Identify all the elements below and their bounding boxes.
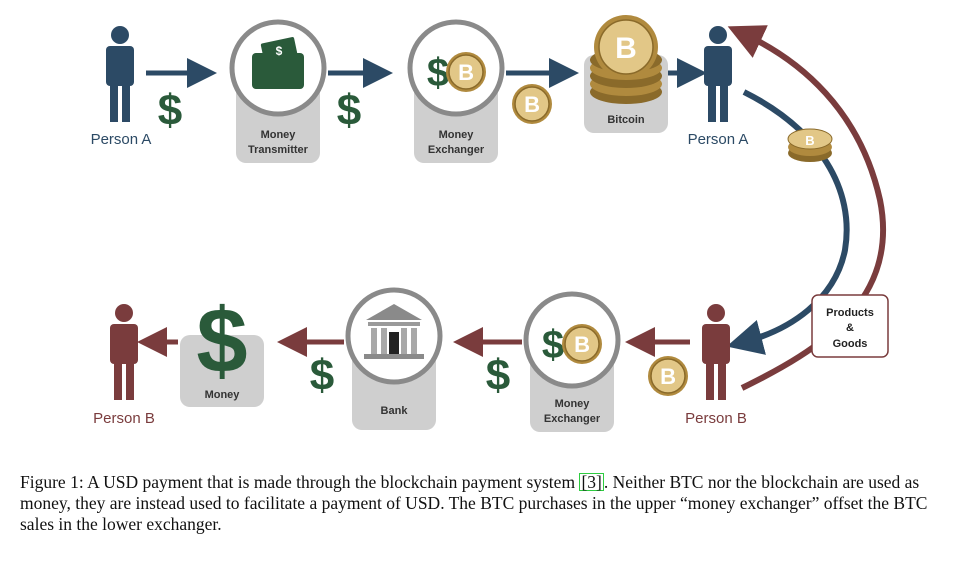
- products-goods-line1: Products: [826, 307, 874, 319]
- person-a-right-icon: [704, 26, 732, 122]
- money-transmitter-node: $ Money Transmitter: [229, 19, 327, 163]
- bitcoin-coin-icon: B: [445, 51, 487, 93]
- dollar-icon: $: [427, 51, 449, 95]
- products-goods-line2: &: [846, 322, 854, 334]
- money-transmitter-label-line2: Transmitter: [248, 144, 309, 156]
- bitcoin-coin-icon: B: [561, 323, 603, 365]
- money-exchanger-bottom-label-line1: Money: [555, 398, 591, 410]
- bitcoin-label: Bitcoin: [607, 114, 645, 126]
- bitcoin-coin-icon: B: [511, 83, 553, 125]
- bitcoin-stack-icon: B: [590, 15, 662, 104]
- svg-text:B: B: [615, 32, 637, 65]
- citation-link[interactable]: [3]: [579, 472, 604, 492]
- bank-label: Bank: [381, 405, 409, 417]
- svg-text:B: B: [458, 60, 474, 85]
- money-exchanger-bottom-node: $ B Money Exchanger: [523, 291, 621, 432]
- figure-caption: Figure 1: A USD payment that is made thr…: [20, 472, 960, 535]
- dollar-icon: $: [158, 86, 182, 135]
- money-exchanger-top-label-line1: Money: [439, 129, 475, 141]
- money-exchanger-bottom-label-line2: Exchanger: [544, 413, 601, 425]
- person-b-left-icon: [110, 304, 138, 400]
- products-goods-box: Products & Goods: [811, 294, 889, 358]
- large-dollar-icon: $: [196, 290, 247, 392]
- caption-prefix: Figure 1: A USD payment that is made thr…: [20, 472, 580, 492]
- payment-flow-diagram: Person A $ $ Money Transmitter $ $ B Mon…: [91, 15, 889, 432]
- dollar-icon: $: [486, 351, 510, 400]
- person-a-left-icon: [106, 26, 134, 122]
- money-label: Money: [205, 389, 241, 401]
- money-exchanger-top-node: $ B Money Exchanger: [407, 19, 505, 163]
- money-transmitter-label-line1: Money: [261, 129, 297, 141]
- svg-text:B: B: [805, 133, 814, 148]
- svg-text:$: $: [276, 44, 283, 58]
- svg-text:B: B: [524, 92, 540, 117]
- svg-text:B: B: [660, 364, 676, 389]
- dollar-icon: $: [542, 323, 564, 367]
- dollar-icon: $: [337, 86, 361, 135]
- person-a-right-label: Person A: [688, 131, 749, 148]
- dollar-icon: $: [310, 351, 334, 400]
- wallet-icon: $: [252, 37, 304, 89]
- person-b-left-label: Person B: [93, 410, 155, 427]
- bitcoin-node: B Bitcoin: [584, 15, 668, 133]
- bank-building-icon: [364, 304, 424, 359]
- products-goods-line3: Goods: [833, 338, 868, 350]
- bitcoin-coin-stack-icon: B: [787, 128, 833, 162]
- caption-suffix: . Neither BTC nor the blockchain are use…: [20, 472, 928, 534]
- money-exchanger-top-label-line2: Exchanger: [428, 144, 485, 156]
- person-b-right-icon: [702, 304, 730, 400]
- person-b-right-label: Person B: [685, 410, 747, 427]
- products-flow-arrow: [727, 25, 887, 391]
- person-a-left-label: Person A: [91, 131, 152, 148]
- svg-text:B: B: [574, 332, 590, 357]
- money-node: $ Money: [180, 290, 264, 407]
- bitcoin-coin-icon: B: [647, 355, 689, 397]
- bank-node: Bank: [345, 287, 443, 430]
